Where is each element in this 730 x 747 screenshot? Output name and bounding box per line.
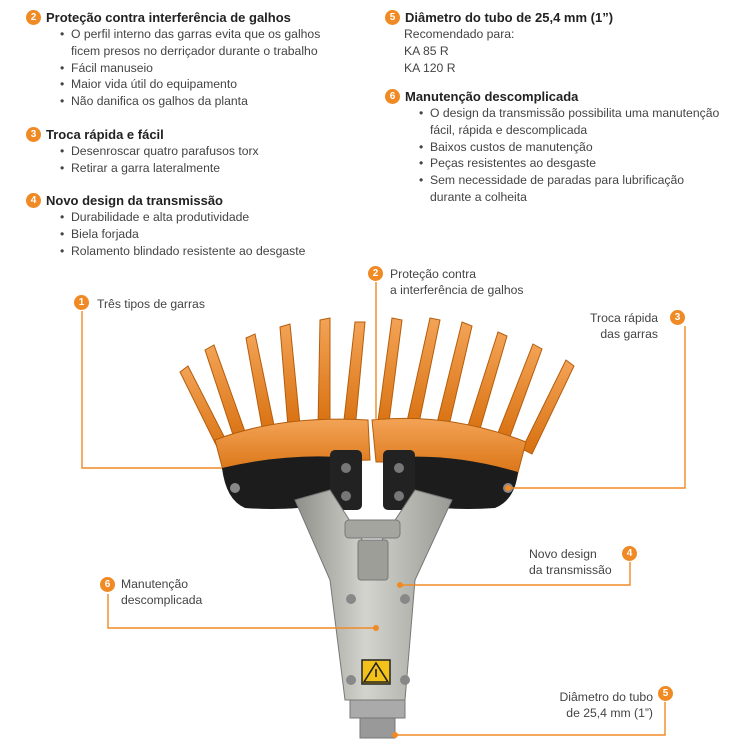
list-item-continuation: durante a colheita	[430, 189, 527, 204]
list-item: Baixos custos de manutenção	[419, 139, 719, 156]
callout-badge-5: 5	[658, 686, 673, 701]
callout-badge-6: 6	[100, 577, 115, 592]
badge-5: 5	[385, 9, 400, 25]
badge-3: 3	[26, 126, 41, 142]
list-item: O perfil interno das garras evita que os…	[60, 26, 320, 43]
section-diametro: 5 Diâmetro do tubo de 25,4 mm (1”) Recome…	[385, 8, 613, 76]
list-item: Rolamento blindado resistente ao desgast…	[60, 243, 305, 260]
section-title: Troca rápida e fácil	[46, 126, 164, 142]
model-item: KA 120 R	[404, 60, 456, 75]
list-item: Maior vida útil do equipamento	[60, 76, 320, 93]
list-item: Fácil manuseio	[60, 60, 320, 77]
list-item: Durabilidade e alta produtividade	[60, 209, 305, 226]
section-transmissao: 4 Novo design da transmissão Durabilidade…	[26, 191, 305, 259]
list-item: O design da transmissão possibilita uma …	[419, 105, 719, 122]
callout-line: Diâmetro do tubo	[559, 690, 654, 704]
callout-badge-3: 3	[670, 310, 685, 325]
list-item-continuation: ficem presos no derriçador durante o tra…	[71, 43, 318, 58]
callout-label-2: Proteção contra a interferência de galho…	[390, 266, 523, 299]
callout-label-5: Diâmetro do tubo de 25,4 mm (1”)	[560, 689, 654, 722]
section-title: Manutenção descomplicada	[405, 88, 579, 104]
section-protecao: 2 Proteção contra interferência de galhos…	[26, 8, 320, 110]
callout-label-3: Troca rápida das garras	[590, 310, 658, 343]
callout-label-4: Novo design da transmissão	[529, 546, 612, 579]
callout-line: Proteção contra	[390, 267, 477, 281]
list-item: Sem necessidade de paradas para lubrific…	[419, 172, 719, 189]
list-item-continuation: fácil, rápida e descomplicada	[430, 122, 588, 137]
callout-label-1: Três tipos de garras	[97, 296, 205, 312]
callout-line: Troca rápida	[590, 311, 658, 325]
list-item: Desenroscar quatro parafusos torx	[60, 143, 259, 160]
list-item: Biela forjada	[60, 226, 305, 243]
callout-line: de 25,4 mm (1”)	[566, 706, 653, 721]
model-item: KA 85 R	[404, 43, 449, 58]
callout-label-6: Manutenção descomplicada	[121, 576, 202, 609]
callout-line: da transmissão	[529, 563, 612, 578]
callout-line: Três tipos de garras	[97, 297, 205, 311]
list-item: Não danifica os galhos da planta	[60, 93, 320, 110]
recommended-label: Recomendado para:	[404, 27, 515, 41]
list-item: Peças resistentes ao desgaste	[419, 155, 719, 172]
list-item: Retirar a garra lateralmente	[60, 160, 259, 177]
badge-4: 4	[26, 192, 41, 208]
callout-badge-1: 1	[74, 295, 89, 310]
callout-badge-4: 4	[622, 546, 637, 561]
section-troca: 3 Troca rápida e fácil Desenroscar quatro…	[26, 125, 259, 177]
badge-6: 6	[385, 88, 400, 104]
section-title: Diâmetro do tubo de 25,4 mm (1”)	[405, 9, 614, 25]
callout-badge-2: 2	[368, 266, 383, 281]
section-title: Novo design da transmissão	[46, 192, 223, 208]
warning-icon	[361, 659, 391, 685]
callout-line: descomplicada	[121, 593, 203, 608]
callout-line: Manutenção	[121, 577, 189, 591]
callout-line: a interferência de galhos	[390, 283, 524, 298]
callout-line: Novo design	[529, 547, 597, 561]
callout-line: das garras	[600, 327, 658, 342]
section-title: Proteção contra interferência de galhos	[46, 9, 291, 25]
badge-2: 2	[26, 9, 41, 25]
section-manutencao: 6 Manutenção descomplicada O design da tr…	[385, 87, 719, 206]
